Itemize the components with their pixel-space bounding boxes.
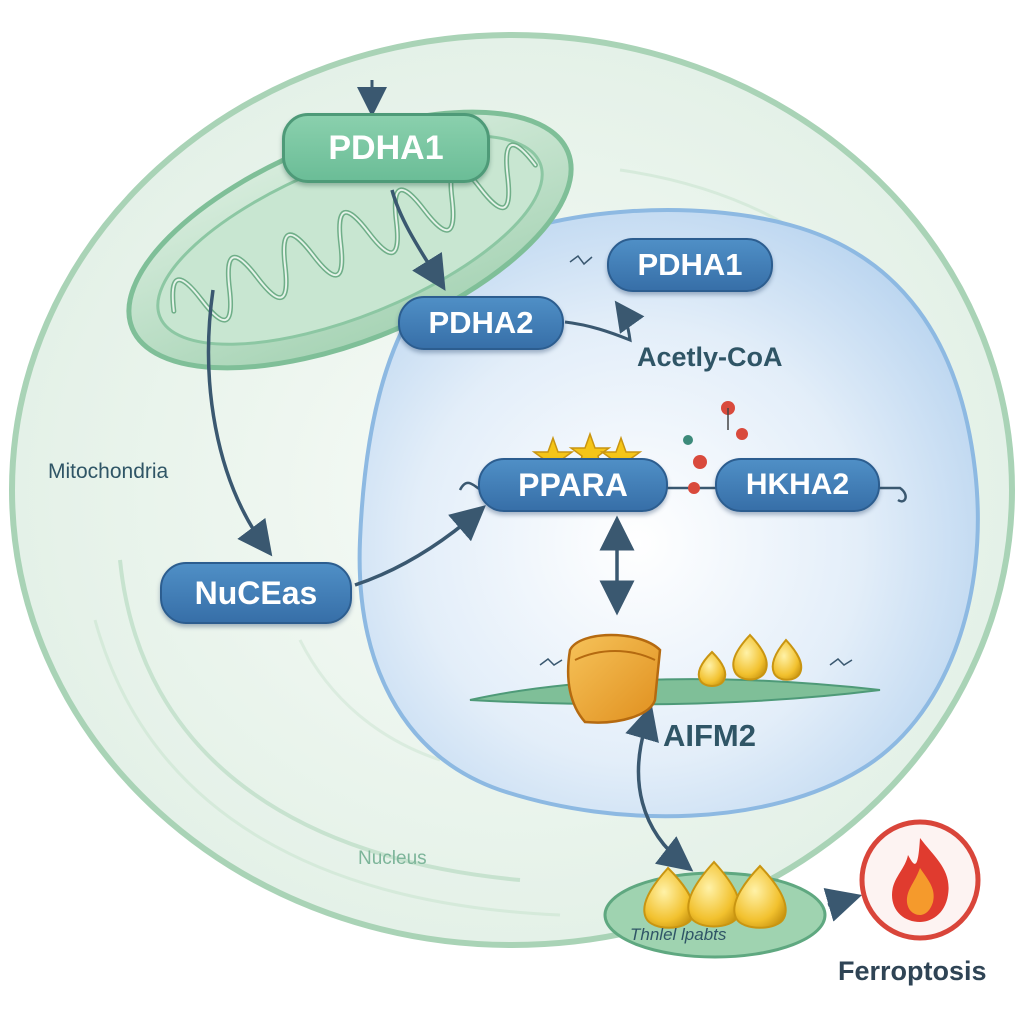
ferroptosis-label: Ferroptosis — [838, 956, 987, 986]
acetyl-coa-label: Acetly-CoA — [637, 342, 783, 372]
pdha1-nucleus-node: PDHA1 — [607, 238, 773, 292]
pdha1-mito-node: PDHA1 — [282, 113, 490, 183]
nucleus-squiggle — [539, 658, 563, 666]
mitochondria-label: Mitochondria — [48, 460, 169, 483]
lipid-droplet-icon — [643, 860, 787, 929]
hkha2-node: HKHA2 — [715, 458, 880, 512]
droplet-caption: Thnlel lpabts — [630, 925, 727, 944]
aifm2-label: AIFM2 — [663, 718, 756, 753]
cell-inner-line — [118, 559, 521, 882]
nucleus-node: NuCEas — [160, 562, 352, 624]
cell-inner-line — [93, 619, 561, 917]
lipid-droplet-icon — [697, 633, 803, 687]
arrow-mito-to-nucleus — [206, 289, 273, 557]
cell-inner-line — [298, 639, 441, 762]
arrow-nucleus-to-ppara — [354, 505, 486, 587]
nucleus-label: Nucleus — [358, 848, 427, 869]
arrow-pdha2-to-acetylcoa — [564, 300, 645, 343]
nucleus-squiggle — [569, 254, 593, 266]
fire-icon — [859, 819, 981, 941]
arrow-aifm2-droplets — [625, 704, 694, 872]
ppara-node: PPARA — [478, 458, 668, 512]
protein-icon — [566, 633, 662, 724]
nucleus-squiggle — [829, 658, 853, 666]
arrow-pdha1-to-pdha2 — [390, 189, 446, 291]
nucleus-body — [357, 208, 980, 819]
pdha2-node: PDHA2 — [398, 296, 564, 350]
molecule-icon — [683, 401, 748, 494]
arrow-droplets-ferroptosis — [823, 888, 863, 922]
